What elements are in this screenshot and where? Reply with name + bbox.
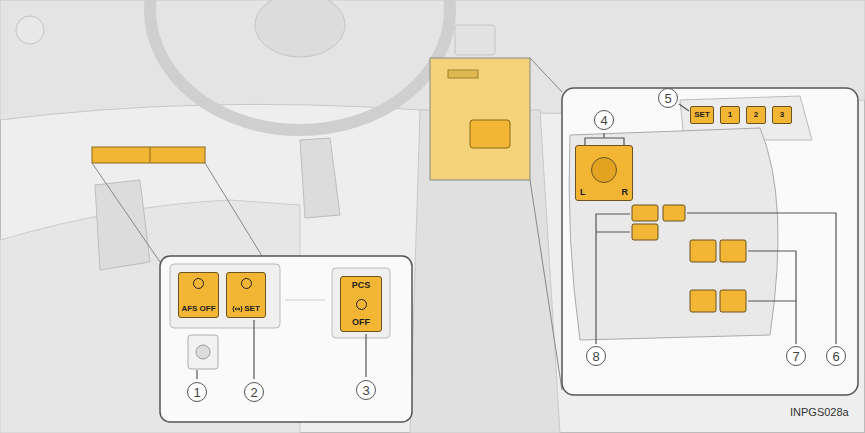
unlock-button [632,224,658,240]
distance-icon-path [233,306,242,312]
leader-line [603,133,604,138]
callout-number: 8 [586,346,606,366]
button-label: SET [244,305,260,313]
button-label: R [622,188,629,197]
button-label: 1 [728,111,732,119]
callout-number: 5 [658,88,678,108]
button-label: OFF [352,318,370,327]
mirror-knob [591,157,617,183]
zoom-line [530,58,562,92]
hood-release [188,335,218,369]
steering-wheel [150,0,450,130]
button-label: SET [694,111,710,119]
inset-panel [160,256,412,422]
label-row: PCS [352,281,371,290]
leader-line [748,301,796,344]
figure-code: INPGS028a [790,406,849,418]
label-row: AFS OFF [181,305,215,313]
control-button: 1 [720,106,740,124]
leader-line [679,104,689,111]
button-label: AFS OFF [181,305,215,313]
window-switch [720,240,746,262]
callout-number: 4 [594,110,614,130]
button-label: L [580,188,586,197]
leader-line [687,213,836,344]
knob [196,345,210,359]
callout-number: 3 [356,380,376,400]
control-button: 3 [772,106,792,124]
label-row: OFF [352,318,370,327]
zoom-line [530,180,562,390]
control-button: SET [226,272,266,318]
indicator-light [193,278,204,289]
control-button: AFS OFF [178,272,219,318]
callout-number: 6 [826,346,846,366]
door-inset-switches [470,120,510,148]
zoom-line [205,163,262,256]
switch-bezel [332,268,390,338]
zoom-line [92,163,160,262]
label-row: LR [580,188,628,197]
lock-button [632,205,658,221]
button-label: 2 [754,111,758,119]
switch-cluster [455,25,495,55]
leader-line [596,214,630,344]
brake-pedal [95,180,150,270]
vent [16,16,44,44]
switch-bezel [170,264,280,328]
door-inset-detail [448,70,478,78]
window-switch [690,290,716,312]
floor [0,200,300,433]
inset-panel [562,88,858,395]
leader-line [748,251,796,301]
mirror-fold-button [663,205,685,221]
label-row: SET [232,305,260,313]
callout-number: 2 [244,382,264,402]
leader-line [365,334,366,377]
leader-line [253,320,254,379]
control-button: PCS OFF [340,276,382,332]
window-switch [720,290,746,312]
callout-number: 1 [187,382,207,402]
accelerator-pedal [300,138,340,218]
steering-hub [255,0,345,57]
button-label: 3 [780,111,784,119]
highlight-divider [150,147,151,163]
door-inset [430,58,530,180]
armrest [569,128,778,340]
leader-line [596,231,630,232]
control-button: 2 [746,106,766,124]
distance-icon [232,305,243,313]
indicator-light [241,278,252,289]
button-label: PCS [352,281,371,290]
window-switch [690,240,716,262]
control-button: LR [575,145,633,201]
callout-number: 7 [786,346,806,366]
indicator-light [356,299,367,310]
panel-line [285,300,325,301]
switch-location-highlight [92,147,205,163]
leader-line [196,370,197,379]
control-button: SET [690,106,714,124]
